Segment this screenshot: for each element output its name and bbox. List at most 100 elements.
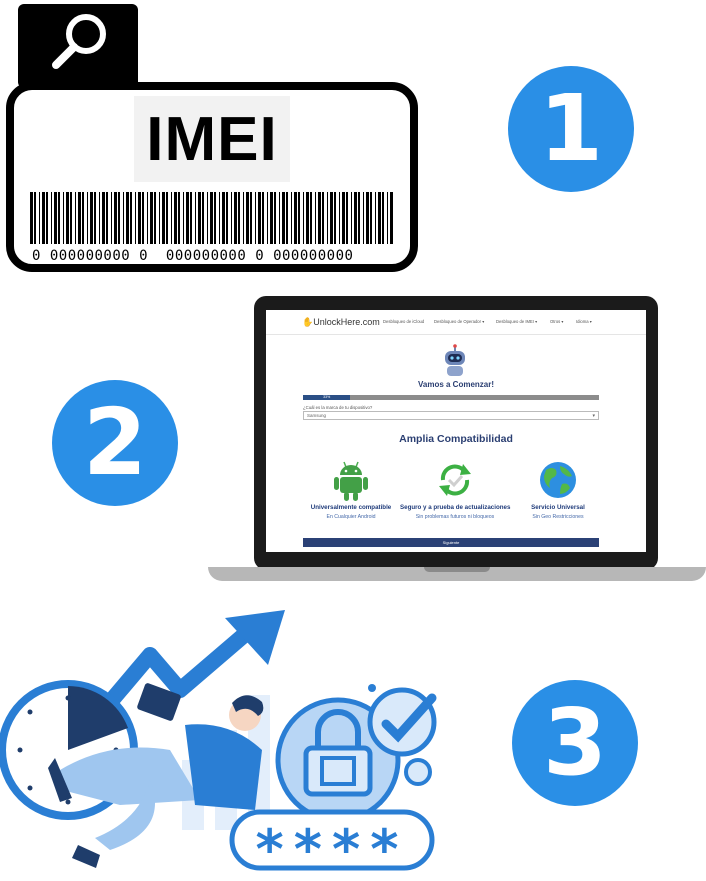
barcode-bar bbox=[330, 192, 333, 244]
barcode-bar bbox=[102, 192, 105, 244]
logo-mark-icon: ✋ bbox=[302, 317, 314, 327]
barcode-bar bbox=[99, 192, 100, 244]
barcode-bar bbox=[318, 192, 321, 244]
feature-subtitle: En Cualquier Android bbox=[326, 514, 376, 520]
laptop-screen: ✋UnlockHere.com Desbloqueo de iCloud Des… bbox=[266, 310, 646, 552]
step-3-badge: 3 bbox=[512, 680, 638, 806]
barcode-bar bbox=[255, 192, 256, 244]
barcode-bar bbox=[202, 192, 204, 244]
barcode-bar bbox=[166, 192, 168, 244]
barcode-bar bbox=[298, 192, 300, 244]
barcode-bar bbox=[234, 192, 237, 244]
barcode-bar bbox=[66, 192, 69, 244]
barcode-bar bbox=[159, 192, 160, 244]
nav-item-other[interactable]: Otros ▾ bbox=[550, 319, 564, 324]
barcode-bar bbox=[94, 192, 96, 244]
barcode bbox=[30, 192, 393, 244]
barcode-bar bbox=[214, 192, 216, 244]
barcode-bar bbox=[339, 192, 340, 244]
password-field bbox=[229, 809, 435, 871]
barcode-bar bbox=[34, 192, 36, 244]
chevron-down-icon: ▾ bbox=[592, 413, 595, 419]
barcode-bar bbox=[286, 192, 288, 244]
feature-title: Seguro y a prueba de actualizaciones bbox=[400, 504, 511, 511]
checkmark-icon bbox=[367, 687, 437, 757]
barcode-bar bbox=[135, 192, 136, 244]
barcode-bar bbox=[111, 192, 112, 244]
barcode-bar bbox=[310, 192, 312, 244]
barcode-bar bbox=[42, 192, 45, 244]
barcode-bar bbox=[222, 192, 225, 244]
barcode-bar bbox=[106, 192, 108, 244]
barcode-bar bbox=[90, 192, 93, 244]
nav-item-language[interactable]: Idioma ▾ bbox=[576, 319, 592, 324]
feature-subtitle: Sin problemas futuros ni bloqueos bbox=[415, 514, 495, 520]
barcode-bar bbox=[150, 192, 153, 244]
barcode-bar bbox=[63, 192, 64, 244]
refresh-check-icon bbox=[439, 464, 471, 496]
barcode-bar bbox=[114, 192, 117, 244]
barcode-bar bbox=[258, 192, 261, 244]
android-icon bbox=[334, 461, 368, 501]
barcode-bar bbox=[315, 192, 316, 244]
barcode-bar bbox=[294, 192, 297, 244]
barcode-bar bbox=[274, 192, 276, 244]
barcode-bar bbox=[351, 192, 352, 244]
barcode-bar bbox=[123, 192, 124, 244]
barcode-bar bbox=[378, 192, 381, 244]
site-logo[interactable]: ✋UnlockHere.com bbox=[302, 317, 380, 328]
barcode-bar bbox=[291, 192, 292, 244]
person-figure bbox=[48, 683, 264, 868]
barcode-bar bbox=[171, 192, 172, 244]
barcode-bar bbox=[195, 192, 196, 244]
globe-icon bbox=[540, 462, 576, 498]
nav-item-imei[interactable]: Desbloqueo de IMEI ▾ bbox=[496, 319, 538, 324]
barcode-bar bbox=[162, 192, 165, 244]
barcode-bar bbox=[363, 192, 364, 244]
barcode-bar bbox=[267, 192, 268, 244]
barcode-bar bbox=[130, 192, 132, 244]
progress-fill: 33% bbox=[303, 395, 351, 400]
barcode-bar bbox=[174, 192, 177, 244]
feature-title: Servicio Universal bbox=[531, 504, 585, 511]
password-mask: **** bbox=[255, 817, 409, 881]
feature-title: Universalmente compatible bbox=[310, 504, 392, 511]
barcode-bar bbox=[390, 192, 393, 244]
barcode-bar bbox=[334, 192, 336, 244]
brand-select[interactable]: Samsung ▾ bbox=[303, 411, 599, 420]
barcode-bar bbox=[51, 192, 52, 244]
progress-bar: 33% bbox=[303, 395, 599, 400]
barcode-bar bbox=[303, 192, 304, 244]
trend-arrow-icon bbox=[88, 623, 256, 726]
barcode-bar bbox=[270, 192, 273, 244]
barcode-bar bbox=[282, 192, 285, 244]
imei-label: IMEI bbox=[134, 96, 290, 182]
barcode-bar bbox=[346, 192, 348, 244]
nav-item-icloud[interactable]: Desbloqueo de iCloud bbox=[383, 319, 425, 324]
site-navbar: ✋UnlockHere.com Desbloqueo de iCloud Des… bbox=[266, 310, 646, 335]
barcode-bar bbox=[75, 192, 76, 244]
next-button[interactable]: Siguiente bbox=[303, 538, 599, 547]
barcode-bar bbox=[354, 192, 357, 244]
barcode-bar bbox=[154, 192, 156, 244]
barcode-bar bbox=[370, 192, 372, 244]
section-title: Amplia Compatibilidad bbox=[399, 433, 513, 445]
lock-icon bbox=[275, 697, 401, 823]
barcode-bar bbox=[78, 192, 81, 244]
barcode-bar bbox=[250, 192, 252, 244]
barcode-bar bbox=[246, 192, 249, 244]
barcode-bar bbox=[70, 192, 72, 244]
wizard-title: Vamos a Comenzar! bbox=[417, 380, 495, 389]
barcode-bar bbox=[358, 192, 360, 244]
search-tag bbox=[18, 4, 138, 88]
barcode-bar bbox=[54, 192, 57, 244]
barcode-bar bbox=[46, 192, 48, 244]
imei-digits: 0 000000000 0 000000000 0 000000000 bbox=[32, 248, 354, 264]
laptop-base bbox=[208, 567, 706, 581]
barcode-bar bbox=[243, 192, 244, 244]
barcode-bar bbox=[142, 192, 144, 244]
barcode-bar bbox=[342, 192, 345, 244]
nav-item-operator[interactable]: Desbloqueo de Operador ▾ bbox=[434, 319, 485, 324]
barcode-bar bbox=[138, 192, 141, 244]
brand-select-value: Samsung bbox=[307, 413, 327, 418]
